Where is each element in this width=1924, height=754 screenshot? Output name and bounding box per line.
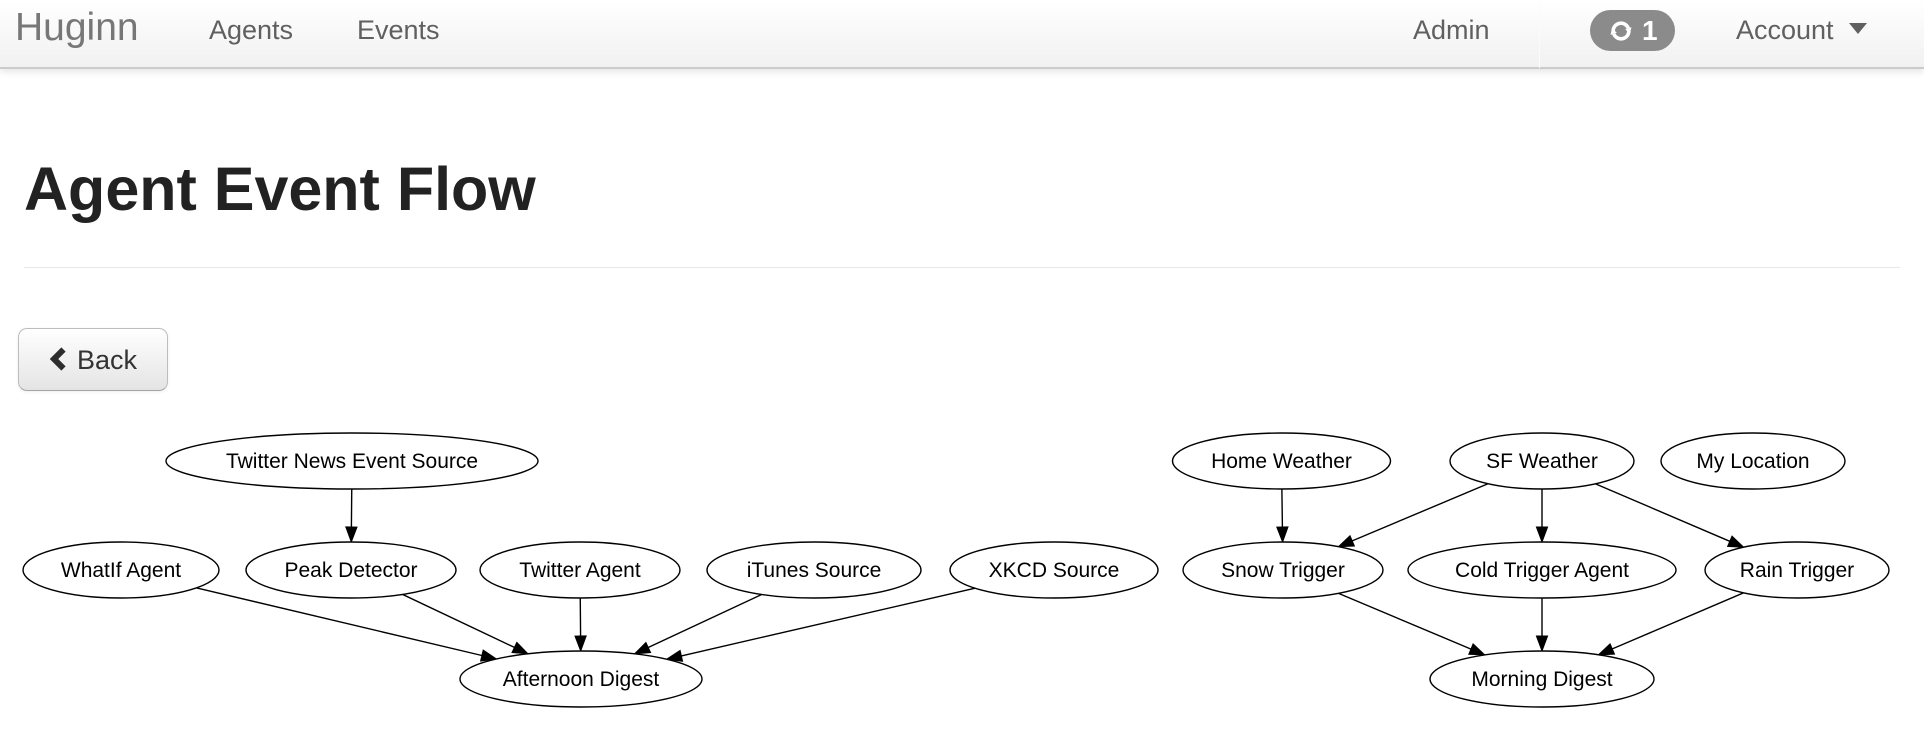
svg-text:Afternoon Digest: Afternoon Digest [503, 668, 660, 691]
svg-text:Cold Trigger Agent: Cold Trigger Agent [1455, 559, 1629, 582]
svg-text:My Location: My Location [1696, 450, 1809, 473]
svg-text:Twitter Agent: Twitter Agent [519, 559, 641, 582]
svg-text:Morning Digest: Morning Digest [1471, 668, 1612, 691]
svg-text:iTunes Source: iTunes Source [747, 559, 882, 582]
svg-text:Rain Trigger: Rain Trigger [1740, 559, 1854, 582]
svg-text:Twitter News Event Source: Twitter News Event Source [226, 450, 478, 473]
svg-text:XKCD Source: XKCD Source [989, 559, 1120, 582]
svg-text:WhatIf Agent: WhatIf Agent [61, 559, 181, 582]
svg-text:Peak Detector: Peak Detector [284, 559, 417, 582]
svg-text:SF Weather: SF Weather [1486, 450, 1598, 473]
svg-text:Snow Trigger: Snow Trigger [1221, 559, 1345, 582]
svg-text:Home Weather: Home Weather [1211, 450, 1352, 473]
